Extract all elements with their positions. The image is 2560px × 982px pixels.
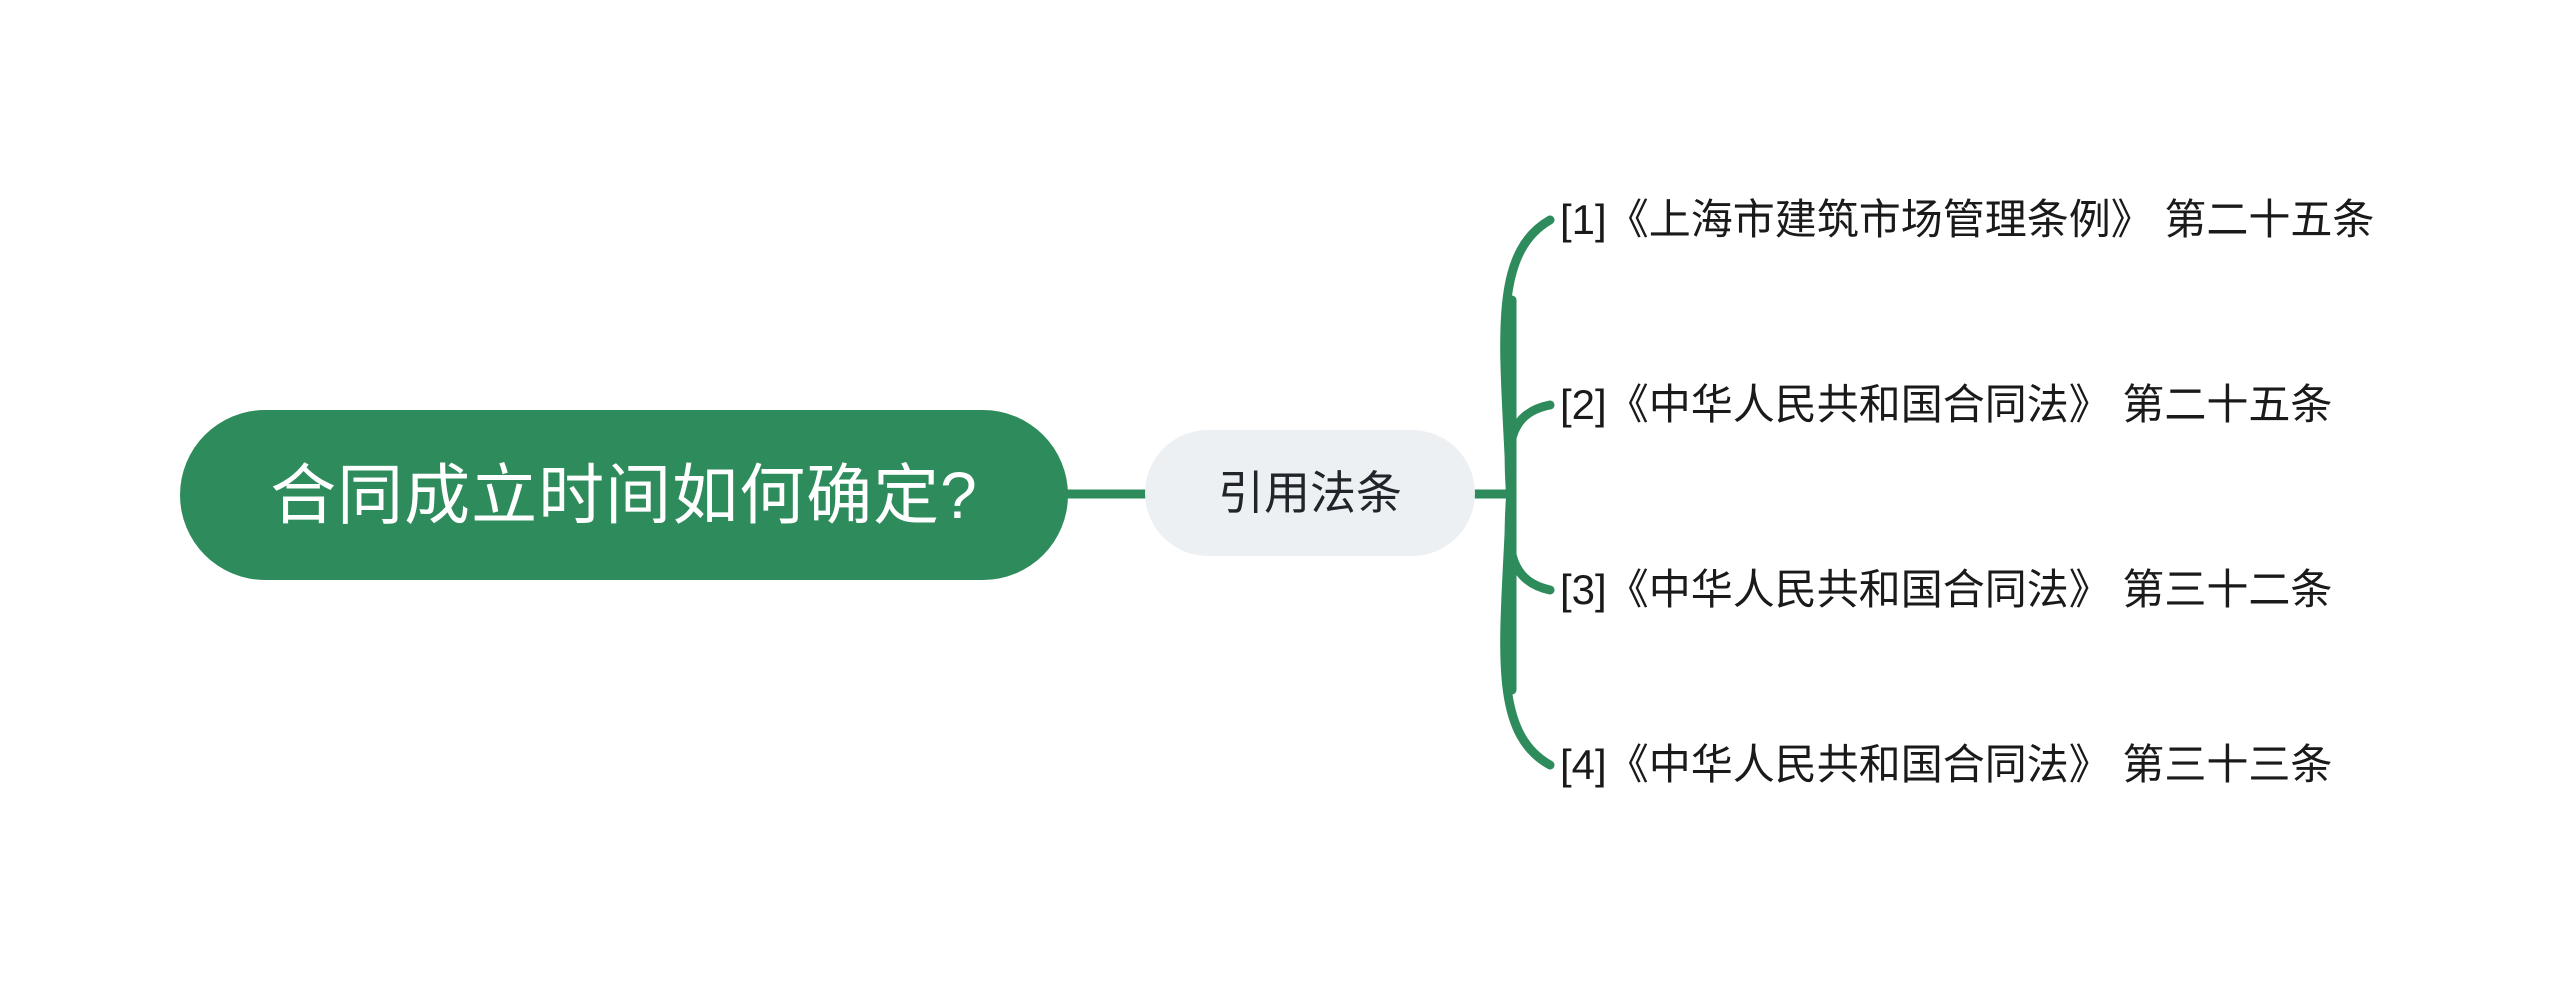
leaf-item-1[interactable]: [1]《上海市建筑市场管理条例》 第二十五条 — [1560, 192, 2374, 248]
leaf-item-4-label: [4]《中华人民共和国合同法》 第三十三条 — [1560, 741, 2333, 788]
root-node-label: 合同成立时间如何确定? — [270, 458, 978, 532]
connector-branch-leaf-1 — [1500, 215, 1555, 565]
leaf-item-2-label: [2]《中华人民共和国合同法》 第二十五条 — [1560, 381, 2333, 428]
branch-node-label: 引用法条 — [1218, 467, 1402, 519]
leaf-item-2[interactable]: [2]《中华人民共和国合同法》 第二十五条 — [1560, 377, 2332, 433]
leaf-item-4[interactable]: [4]《中华人民共和国合同法》 第三十三条 — [1560, 737, 2332, 793]
connector-branch-leaf-2 — [1504, 400, 1555, 535]
leaf-item-3[interactable]: [3]《中华人民共和国合同法》 第三十二条 — [1560, 562, 2332, 618]
branch-node-citations[interactable]: 引用法条 — [1145, 430, 1475, 556]
connector-branch-leaf-4 — [1500, 425, 1555, 770]
leaf-item-3-label: [3]《中华人民共和国合同法》 第三十二条 — [1560, 566, 2333, 613]
leaf-item-1-label: [1]《上海市建筑市场管理条例》 第二十五条 — [1560, 196, 2375, 243]
connector-branch-leaf-3 — [1504, 455, 1555, 595]
root-node[interactable]: 合同成立时间如何确定? — [180, 410, 1068, 580]
